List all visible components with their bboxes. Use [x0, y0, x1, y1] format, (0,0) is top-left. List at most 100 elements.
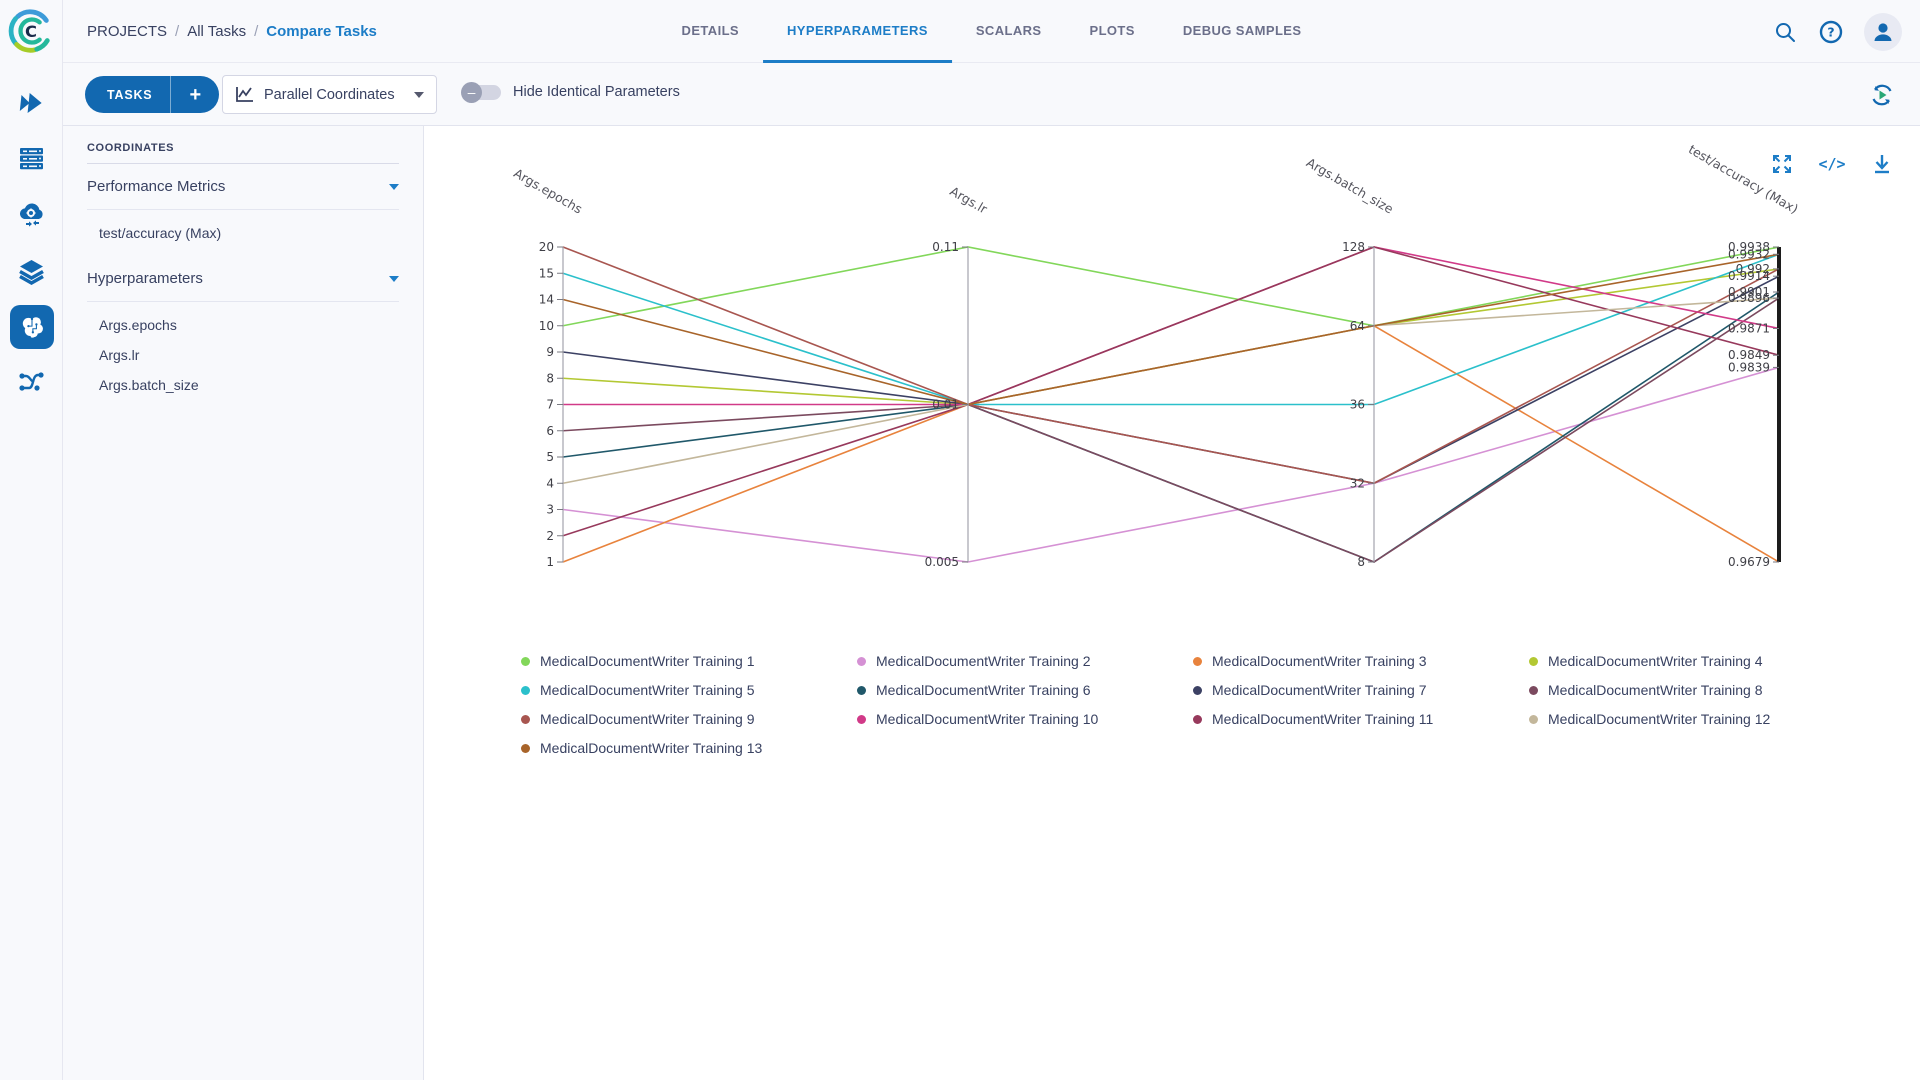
axis-title[interactable]: Args.lr: [947, 183, 990, 217]
series-line[interactable]: [562, 246, 1780, 327]
legend-label: MedicalDocumentWriter Training 1: [540, 653, 755, 669]
series-line[interactable]: [562, 246, 1780, 485]
chart-type-icon: [236, 87, 253, 102]
legend-item[interactable]: MedicalDocumentWriter Training 6: [857, 679, 1193, 701]
axis-tick-label: 0.9901: [1728, 285, 1770, 299]
legend-item[interactable]: MedicalDocumentWriter Training 5: [521, 679, 857, 701]
sidebar-item-pipelines[interactable]: [16, 366, 46, 396]
legend-label: MedicalDocumentWriter Training 5: [540, 682, 755, 698]
legend-label: MedicalDocumentWriter Training 12: [1548, 711, 1771, 727]
axis-tick-label: 0.992: [1736, 262, 1770, 276]
axis-tick-label: 0.9932: [1728, 247, 1770, 261]
axis-title[interactable]: Args.batch_size: [1304, 155, 1396, 217]
axis-tick-label: 20: [539, 240, 554, 254]
tasks-button-divider: [170, 76, 172, 113]
clearml-logo[interactable]: C: [6, 6, 56, 56]
axis-tick-label: 7: [546, 398, 554, 412]
breadcrumb-all-tasks[interactable]: All Tasks: [187, 23, 247, 40]
param-item-args-epochs[interactable]: Args.epochs: [99, 317, 177, 333]
legend-label: MedicalDocumentWriter Training 9: [540, 711, 755, 727]
sidebar-item-datasets[interactable]: [16, 256, 46, 286]
legend-item[interactable]: MedicalDocumentWriter Training 4: [1529, 650, 1865, 672]
legend-label: MedicalDocumentWriter Training 3: [1212, 653, 1427, 669]
axis-title[interactable]: Args.epochs: [511, 165, 585, 216]
sidebar-item-workers-queues[interactable]: [16, 200, 46, 230]
series-line[interactable]: [562, 253, 1780, 406]
parallel-coordinates-plot[interactable]: 12345678910141520Args.epochs0.0050.010.1…: [424, 126, 1920, 648]
legend-item[interactable]: MedicalDocumentWriter Training 12: [1529, 708, 1865, 730]
user-avatar[interactable]: [1864, 12, 1902, 51]
help-button[interactable]: ?: [1818, 19, 1844, 45]
coordinates-panel-title: COORDINATES: [87, 142, 175, 154]
axis-tick-label: 5: [546, 450, 554, 464]
axis-tick-label: 0.9871: [1728, 321, 1770, 335]
hide-identical-toggle[interactable]: –: [461, 81, 501, 103]
axis-tick-label: 10: [539, 319, 554, 333]
tasks-button[interactable]: TASKS +: [85, 76, 220, 113]
series-line[interactable]: [562, 366, 1780, 563]
spacer: [63, 302, 423, 310]
tab-scalars[interactable]: SCALARS: [975, 22, 1042, 38]
expand-icon: [1773, 155, 1791, 173]
legend-item[interactable]: MedicalDocumentWriter Training 1: [521, 650, 857, 672]
legend-item[interactable]: MedicalDocumentWriter Training 3: [1193, 650, 1529, 672]
section-performance-metrics[interactable]: Performance Metrics: [87, 164, 399, 210]
auto-refresh-button[interactable]: [1866, 79, 1898, 111]
legend-item[interactable]: MedicalDocumentWriter Training 8: [1529, 679, 1865, 701]
metric-item-test-accuracy[interactable]: test/accuracy (Max): [99, 225, 222, 241]
download-button[interactable]: [1870, 152, 1894, 176]
code-icon: </>: [1818, 155, 1846, 173]
axis-tick-label: 0.9679: [1728, 555, 1770, 569]
legend-item[interactable]: MedicalDocumentWriter Training 13: [521, 737, 857, 759]
section-hyperparameters[interactable]: Hyperparameters: [87, 256, 399, 302]
legend-dot-icon: [1529, 685, 1538, 695]
sidebar-item-projects[interactable]: [16, 143, 46, 173]
breadcrumb-separator: /: [175, 23, 180, 40]
search-button[interactable]: [1772, 19, 1798, 45]
series-line[interactable]: [562, 246, 1780, 537]
axis-tick-label: 0.9896: [1728, 291, 1770, 305]
legend-item[interactable]: MedicalDocumentWriter Training 2: [857, 650, 1193, 672]
legend-label: MedicalDocumentWriter Training 6: [876, 682, 1091, 698]
embed-code-button[interactable]: </>: [1818, 152, 1846, 176]
section-label: Hyperparameters: [87, 270, 203, 287]
tab-plots[interactable]: PLOTS: [1089, 22, 1135, 38]
legend-dot-icon: [857, 656, 866, 666]
tab-details[interactable]: DETAILS: [681, 22, 740, 38]
legend-label: MedicalDocumentWriter Training 11: [1212, 711, 1434, 727]
axis-tick-label: 14: [539, 293, 554, 307]
sidebar-item-experiments-active[interactable]: [10, 305, 54, 349]
chevron-down-icon: [389, 275, 399, 282]
param-item-args-batch-size[interactable]: Args.batch_size: [99, 377, 199, 393]
param-item-args-lr[interactable]: Args.lr: [99, 347, 140, 363]
coordinates-panel: COORDINATES Performance Metrics test/acc…: [63, 126, 424, 1080]
legend-dot-icon: [857, 714, 866, 724]
legend-item[interactable]: MedicalDocumentWriter Training 11: [1193, 708, 1529, 730]
legend-dot-icon: [1193, 714, 1202, 724]
legend-dot-icon: [1529, 714, 1538, 724]
axis-tick-label: 1: [546, 555, 554, 569]
spacer: [63, 210, 423, 218]
axis-tick-label: 8: [546, 371, 554, 385]
legend-dot-icon: [521, 714, 530, 724]
sidebar-item-dashboard[interactable]: [16, 88, 46, 118]
spacer: [63, 248, 423, 256]
breadcrumb-separator: /: [254, 23, 259, 40]
axis-tick-label: 3: [546, 503, 554, 517]
breadcrumb-projects[interactable]: PROJECTS: [87, 23, 168, 40]
divider: [87, 163, 399, 164]
tab-hyperparameters[interactable]: HYPERPARAMETERS: [763, 0, 952, 63]
tasks-button-label: TASKS: [107, 87, 153, 102]
tab-debug-samples[interactable]: DEBUG SAMPLES: [1182, 22, 1302, 38]
series-line[interactable]: [562, 297, 1780, 563]
svg-text:?: ?: [1827, 24, 1834, 39]
expand-button[interactable]: [1770, 152, 1794, 176]
legend-item[interactable]: MedicalDocumentWriter Training 7: [1193, 679, 1529, 701]
view-type-dropdown[interactable]: Parallel Coordinates: [222, 75, 437, 114]
legend-label: MedicalDocumentWriter Training 13: [540, 740, 763, 756]
series-line[interactable]: [562, 253, 1780, 406]
breadcrumb-compare-tasks[interactable]: Compare Tasks: [266, 23, 377, 40]
legend-item[interactable]: MedicalDocumentWriter Training 9: [521, 708, 857, 730]
series-line[interactable]: [562, 268, 1780, 406]
legend-item[interactable]: MedicalDocumentWriter Training 10: [857, 708, 1193, 730]
